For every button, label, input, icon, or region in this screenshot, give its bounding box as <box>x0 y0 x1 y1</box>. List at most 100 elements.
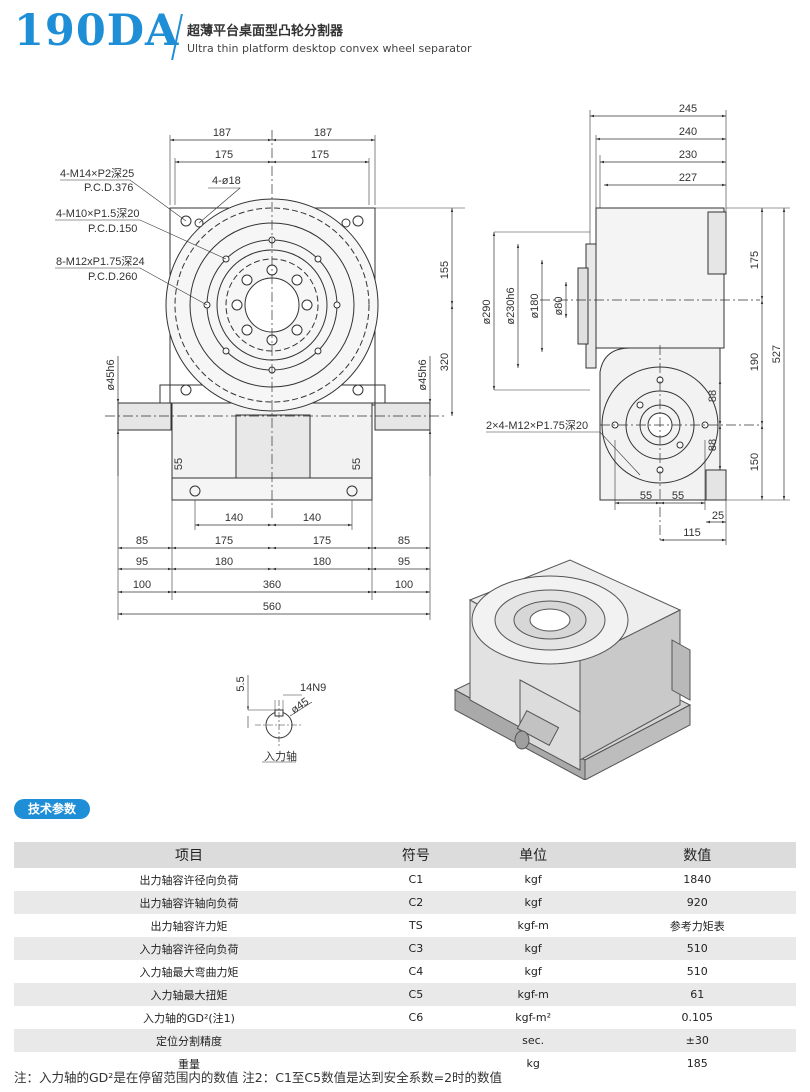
cell-value: ±30 <box>598 1029 796 1052</box>
dimension-label: 8-M12xP1.75深24 <box>56 255 145 268</box>
dimension-label: 180 <box>215 556 233 568</box>
dimension-label: ø230h6 <box>505 287 517 324</box>
cell-value: 510 <box>598 937 796 960</box>
dimension-label: 240 <box>679 126 697 138</box>
cell-symbol: C4 <box>363 960 468 983</box>
keyway-labels: 5.5 14N9 ø45 入力轴 <box>235 676 326 763</box>
col-header-value: 数值 <box>598 842 796 868</box>
dimension-label: 230 <box>679 149 697 161</box>
product-title-en: Ultra thin platform desktop convex wheel… <box>187 42 472 55</box>
model-number: 190DA <box>14 6 180 56</box>
isometric-render <box>453 559 692 780</box>
cell-item: 入力轴容许径向负荷 <box>14 937 364 960</box>
cell-value: 510 <box>598 960 796 983</box>
dimension-label: ø290 <box>481 299 493 324</box>
dimension-label: P.C.D.150 <box>88 223 137 235</box>
bolt-holes <box>180 215 364 396</box>
table-row: 入力轴容许径向负荷 C3 kgf 510 <box>14 937 796 960</box>
cell-value: 61 <box>598 983 796 1006</box>
dimension-label: 2×4-M12×P1.75深20 <box>486 419 588 432</box>
cell-symbol: C5 <box>363 983 468 1006</box>
dimension-label: 140 <box>303 512 321 524</box>
cell-value: 185 <box>598 1052 796 1075</box>
dimension-label: P.C.D.376 <box>84 182 133 194</box>
dimension-label: 入力轴 <box>264 749 297 763</box>
dimension-label: 55 <box>351 458 363 470</box>
dimension-label: 14N9 <box>300 682 326 694</box>
dimension-label: 95 <box>136 556 148 568</box>
table-row: 入力轴最大弯曲力矩 C4 kgf 510 <box>14 960 796 983</box>
dimension-label: 85 <box>398 535 410 547</box>
dimension-label: 55 <box>173 458 185 470</box>
dimension-label: 95 <box>398 556 410 568</box>
technical-drawing: 187 187 175 175 4-M14×P2深25 P.C.D.376 4-… <box>55 103 790 780</box>
dimension-label: 88 <box>707 390 719 402</box>
product-title-cn: 超薄平台桌面型凸轮分割器 <box>187 24 344 39</box>
dimension-label: 227 <box>679 172 697 184</box>
dimension-label: 4-M14×P2深25 <box>60 167 134 180</box>
dimension-label: 175 <box>749 251 761 269</box>
input-shaft-right <box>374 402 431 431</box>
base-hole <box>346 485 358 497</box>
dimension-label: 85 <box>136 535 148 547</box>
cell-symbol: C3 <box>363 937 468 960</box>
dimension-label: 150 <box>749 453 761 471</box>
dimension-label: ø45h6 <box>417 359 429 390</box>
cell-item: 出力轴容许径向负荷 <box>14 868 364 891</box>
cell-item: 定位分割精度 <box>14 1029 364 1052</box>
table-row: 出力轴容许力矩 TS kgf-m 参考力矩表 <box>14 914 796 937</box>
dimension-label: 320 <box>439 353 451 371</box>
cell-unit: kgf <box>467 891 599 914</box>
dimension-label: 175 <box>311 149 329 161</box>
dimension-label: 5.5 <box>235 676 247 691</box>
side-view <box>486 110 790 545</box>
cell-unit: kgf <box>467 937 599 960</box>
dimension-label: 187 <box>213 127 231 139</box>
front-view <box>55 130 465 620</box>
cell-value: 参考力矩表 <box>598 914 796 937</box>
cell-symbol <box>363 1052 468 1075</box>
col-header-symbol: 符号 <box>363 842 468 868</box>
header: 190DA 超薄平台桌面型凸轮分割器 Ultra thin platform d… <box>0 0 810 70</box>
side-upper-body <box>595 207 725 349</box>
footnote: 注：入力轴的GD²是在停留范围内的数值 注2：C1至C5数值是达到安全系数=2时… <box>14 1070 503 1085</box>
dimension-label: 4-M10×P1.5深20 <box>56 207 139 220</box>
side-foot <box>705 469 727 501</box>
cell-value: 0.105 <box>598 1006 796 1029</box>
cell-value: 920 <box>598 891 796 914</box>
col-header-unit: 单位 <box>467 842 599 868</box>
cell-item: 重量 <box>14 1052 364 1075</box>
dimension-label: 187 <box>314 127 332 139</box>
input-shaft-left <box>117 402 172 431</box>
dimension-label: 190 <box>749 353 761 371</box>
table-row: 入力轴的GD²(注1) C6 kgf-m² 0.105 <box>14 1006 796 1029</box>
cell-unit: kgf-m² <box>467 1006 599 1029</box>
dimension-label: 245 <box>679 103 697 115</box>
side-dimension-labels: 245 240 230 227 ø290 ø230h6 ø180 ø80 175… <box>481 103 783 539</box>
section-title-badge: 技术参数 <box>14 799 90 819</box>
dimension-label: 155 <box>439 261 451 279</box>
cell-symbol: C1 <box>363 868 468 891</box>
table-row: 定位分割精度 sec. ±30 <box>14 1029 796 1052</box>
table-row: 出力轴容许径向负荷 C1 kgf 1840 <box>14 868 796 891</box>
dimension-label: 175 <box>215 535 233 547</box>
cell-unit: kgf-m <box>467 914 599 937</box>
cell-item: 入力轴的GD²(注1) <box>14 1006 364 1029</box>
dimension-label: 55 <box>640 490 652 502</box>
table-row: 重量 kg 185 <box>14 1052 796 1075</box>
dimension-label: P.C.D.260 <box>88 271 137 283</box>
dimension-label: 360 <box>263 579 281 591</box>
dimension-label: 4-ø18 <box>212 175 241 187</box>
cell-unit: kgf-m <box>467 983 599 1006</box>
spec-table: 项目 符号 单位 数值 出力轴容许径向负荷 C1 kgf 1840 出力轴容许轴… <box>14 842 796 1075</box>
table-header-row: 项目 符号 单位 数值 <box>14 842 796 868</box>
cell-unit: kg <box>467 1052 599 1075</box>
cell-symbol: C2 <box>363 891 468 914</box>
gearbox-center <box>235 414 311 479</box>
pcd-376 <box>174 207 370 403</box>
dimension-label: 100 <box>395 579 413 591</box>
cell-item: 出力轴容许轴向负荷 <box>14 891 364 914</box>
dimension-label: 560 <box>263 601 281 613</box>
cell-item: 入力轴最大扭矩 <box>14 983 364 1006</box>
cell-symbol <box>363 1029 468 1052</box>
